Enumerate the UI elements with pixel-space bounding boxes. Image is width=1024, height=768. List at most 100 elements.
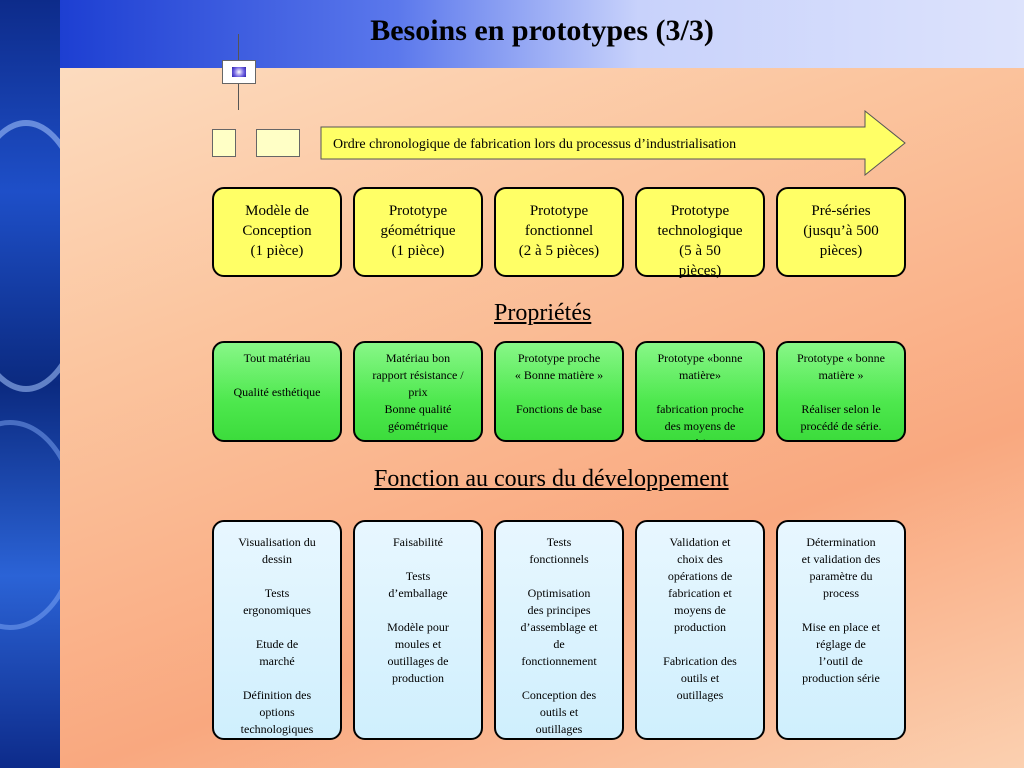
stage-box: Pré-séries (jusqu’à 500 pièces): [776, 187, 906, 277]
property-box-line: Bonne qualité: [384, 402, 452, 416]
function-box-line: outils et: [680, 671, 720, 685]
section-title-properties: Propriétés: [494, 300, 592, 326]
slide-title: Besoins en prototypes (3/3): [370, 14, 714, 47]
stage-box-line: pièces): [678, 263, 722, 279]
stage-box: Prototype fonctionnel (2 à 5 pièces): [494, 187, 624, 277]
property-box-line: « Bonne matière »: [514, 368, 604, 382]
function-box-line: opérations de: [667, 569, 733, 583]
property-box-line: Tout matériau: [243, 351, 311, 365]
property-box-line: prix: [408, 385, 428, 399]
property-box-line: [496, 384, 622, 401]
property-box-line: Qualité esthétique: [233, 385, 321, 399]
function-box-line: moules et: [394, 637, 442, 651]
property-box-line: Fonctions de base: [516, 402, 602, 416]
function-box-line: outils et: [539, 705, 579, 719]
property-box-line: [214, 367, 340, 384]
function-box-line: fonctionnels: [529, 552, 589, 566]
function-box-line: moyens de: [674, 603, 726, 617]
function-box-line: [778, 602, 904, 619]
property-box: Prototype «bonne matière» fabrication proc…: [635, 341, 765, 442]
property-box-line: Prototype « bonne: [797, 351, 885, 365]
stage-box-line: (1 pièce): [391, 243, 445, 259]
property-box-line: [778, 384, 904, 401]
decorative-rectangle: [256, 129, 300, 157]
title-bar: [60, 0, 1024, 68]
function-box-line: Tests: [405, 569, 431, 583]
function-box-line: Tests: [264, 586, 290, 600]
function-box-line: Modèle pour: [387, 620, 449, 634]
swirl-decoration: [0, 420, 60, 630]
function-box-line: outillages de: [387, 654, 449, 668]
function-box-line: d’assemblage et: [520, 620, 598, 634]
function-box-line: [214, 619, 340, 636]
function-box-line: Définition des: [242, 688, 312, 702]
function-box-line: fabrication et: [668, 586, 732, 600]
function-box-line: fonctionnement: [521, 654, 597, 668]
stage-box-line: géométrique: [380, 223, 456, 239]
property-box-line: rapport résistance /: [372, 368, 464, 382]
function-box-line: [355, 551, 481, 568]
function-box-line: Mise en place et: [801, 620, 881, 634]
function-box-line: [355, 602, 481, 619]
stage-box-line: pièces): [819, 243, 863, 259]
property-box-line: des moyens de: [664, 419, 736, 433]
stage-box-line: Prototype: [529, 203, 589, 219]
property-box: Prototype « bonne matière » Réaliser selon…: [776, 341, 906, 442]
function-box-line: [214, 670, 340, 687]
function-box-line: Visualisation du: [238, 535, 316, 549]
swirl-decoration: [0, 120, 60, 392]
function-box-line: marché: [259, 654, 295, 668]
stage-box-line: Prototype: [388, 203, 448, 219]
function-box-line: réglage de: [816, 637, 866, 651]
function-box-line: choix des: [677, 552, 723, 566]
function-box-line: et validation des: [801, 552, 881, 566]
stage-box-line: Conception: [242, 223, 312, 239]
section-title-function: Fonction au cours du développement: [374, 466, 729, 492]
stage-box-line: fonctionnel: [524, 223, 594, 239]
property-box-line: procédé de série.: [800, 419, 882, 433]
property-box-line: Réaliser selon le: [801, 402, 881, 416]
function-box-line: [637, 636, 763, 653]
function-box-line: [214, 568, 340, 585]
property-box: Prototype proche « Bonne matière » Fonctio…: [494, 341, 624, 442]
stage-box-line: Pré-séries: [811, 203, 871, 219]
property-box-line: géométrique: [388, 419, 448, 433]
function-box-line: [496, 568, 622, 585]
property-box-line: matière»: [679, 368, 721, 382]
function-box-line: Conception des: [521, 688, 597, 702]
function-box-line: production série: [802, 671, 880, 685]
property-box-line: Prototype proche: [517, 351, 601, 365]
property-box-line: [637, 384, 763, 401]
function-box-line: technologiques: [240, 722, 314, 736]
function-box-line: production: [674, 620, 726, 634]
function-box-line: Tests: [546, 535, 572, 549]
chronology-arrow: [320, 110, 906, 176]
function-box-line: options: [259, 705, 295, 719]
function-box-line: Validation et: [669, 535, 731, 549]
arrow-label: Ordre chronologique de fabrication lors …: [333, 137, 737, 152]
decorative-square: [212, 129, 236, 157]
property-box-line: fabrication proche: [656, 402, 744, 416]
function-box-line: Etude de: [255, 637, 299, 651]
stage-box-line: Prototype: [670, 203, 730, 219]
stage-box-line: (jusqu’à 500: [803, 223, 879, 239]
side-decoration: [0, 0, 60, 768]
function-box-line: [496, 670, 622, 687]
function-box-line: des principes: [527, 603, 591, 617]
function-box-line: paramètre du: [809, 569, 873, 583]
function-box-line: Fabrication des: [663, 654, 737, 668]
decorative-box-icon: [222, 60, 256, 84]
property-box-line: matière »: [818, 368, 864, 382]
property-box-line: Prototype «bonne: [657, 351, 743, 365]
stage-box-line: (2 à 5 pièces): [518, 243, 600, 259]
arrow-shape: [320, 110, 906, 176]
property-box-line: série: [637, 435, 763, 440]
star-icon: [232, 67, 246, 77]
stage-box-line: Modèle de: [245, 203, 309, 219]
